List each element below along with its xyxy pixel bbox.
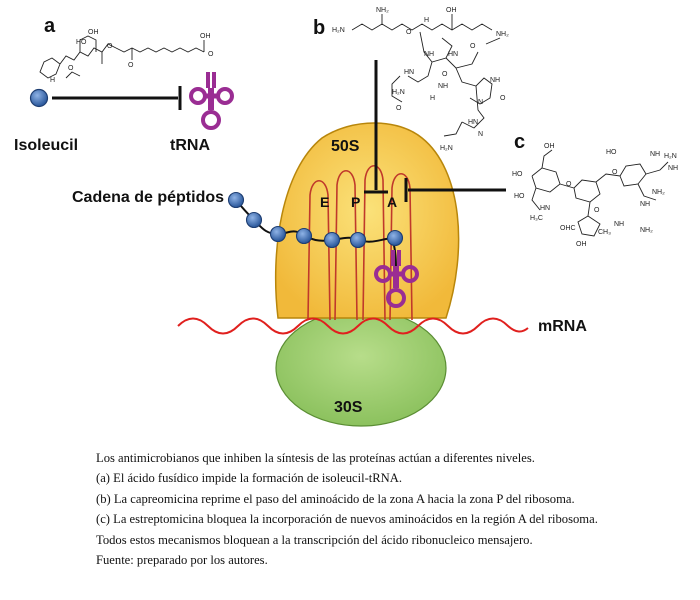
capreo-nh-2: NH bbox=[438, 83, 448, 90]
capreo-hn-1: HN bbox=[448, 51, 458, 58]
streptomycin-structure: OH HO HO HN H₃C O O OHC OH CH₃ O HO NH H… bbox=[512, 143, 678, 248]
fusidic-o-1: O bbox=[107, 43, 113, 50]
capreo-nh2-1: NH₂ bbox=[376, 7, 389, 14]
peptide-chain-label: Cadena de péptidos bbox=[72, 189, 224, 206]
strep-nh-1: NH bbox=[650, 151, 660, 158]
fusidic-o-2: O bbox=[128, 62, 134, 69]
strep-o-1: O bbox=[566, 181, 572, 188]
caption-line-6: Fuente: preparado por los autores. bbox=[96, 553, 268, 568]
capreo-hn-2: HN bbox=[404, 69, 414, 76]
capreo-o-1: O bbox=[406, 29, 412, 36]
strep-o-2: O bbox=[612, 169, 618, 176]
capreo-n-1: N bbox=[478, 99, 483, 106]
peptide-bead bbox=[323, 231, 341, 249]
strep-nh-2: NH bbox=[668, 165, 678, 172]
trna-free-icon bbox=[191, 72, 232, 128]
capreo-o-3: O bbox=[442, 71, 448, 78]
caption-line-1: Los antimicrobianos que inhiben la sínte… bbox=[96, 451, 535, 465]
fusidic-oh-1: OH bbox=[88, 29, 99, 36]
fusidic-ho-1: HO bbox=[76, 39, 87, 46]
fusidic-acid-structure: OH HO O O OH O H O bbox=[39, 29, 214, 84]
isoleucil-label: Isoleucil bbox=[14, 137, 78, 154]
strep-nh-3: NH bbox=[640, 201, 650, 208]
isoleucil-bead bbox=[29, 88, 49, 108]
capreo-nh2-2: NH₂ bbox=[496, 31, 509, 38]
strep-ho-1: HO bbox=[512, 171, 523, 178]
peptide-bead bbox=[227, 191, 245, 209]
capreo-h2n-2: H₂N bbox=[392, 89, 405, 96]
caption-line-4: (c) La estreptomicina bloquea la incorpo… bbox=[96, 512, 598, 527]
capreomycin-structure: H₂N NH₂ O OH H NH₂ O HN NH O HN H₂N O NH… bbox=[332, 7, 509, 152]
capreo-n-2: N bbox=[478, 131, 483, 138]
antimicrobial-mechanism-diagram: a b c OH HO O O OH O H O Isoleucil tRNA bbox=[14, 7, 678, 427]
ribosome-50s-label: 50S bbox=[331, 138, 360, 155]
strep-o-3: O bbox=[594, 207, 600, 214]
panel-letter-c: c bbox=[514, 131, 525, 153]
site-p-label: P bbox=[351, 194, 360, 210]
capreo-oh-1: OH bbox=[446, 7, 457, 14]
strep-oh-1: OH bbox=[544, 143, 555, 150]
ribosome-30s-label: 30S bbox=[334, 399, 363, 416]
strep-h3c-1: H₃C bbox=[530, 215, 543, 222]
ribosome-50s bbox=[274, 122, 460, 319]
binding-site-loops bbox=[307, 164, 413, 321]
capreo-hn-3: HN bbox=[468, 119, 478, 126]
site-a-label: A bbox=[387, 194, 397, 210]
capreo-h-2: H bbox=[430, 95, 435, 102]
strep-nh-4: NH bbox=[614, 221, 624, 228]
trna-label: tRNA bbox=[170, 137, 210, 154]
mrna-strand bbox=[177, 317, 529, 335]
peptide-bead bbox=[269, 225, 287, 243]
strep-ch3-1: CH₃ bbox=[598, 229, 611, 236]
caption-line-3: (b) La capreomicina reprime el paso del … bbox=[96, 491, 575, 506]
capreo-h2n-3: H₂N bbox=[440, 145, 453, 152]
capreo-o-4: O bbox=[396, 105, 402, 112]
capreo-o-2: O bbox=[470, 43, 476, 50]
panel-letter-b: b bbox=[313, 17, 325, 39]
figure-caption: Los antimicrobianos que inhiben la sínte… bbox=[96, 448, 686, 570]
fusidic-oh-2: OH bbox=[200, 33, 211, 40]
fusidic-o-4: O bbox=[68, 65, 74, 72]
caption-line-2: (a) El ácido fusídico impide la formació… bbox=[96, 471, 403, 486]
fusidic-o-3: O bbox=[208, 51, 214, 58]
strep-nh2-2: NH₂ bbox=[640, 227, 653, 234]
strep-cho-1: OHC bbox=[560, 225, 576, 232]
panel-letter-a: a bbox=[44, 15, 56, 37]
peptide-bead bbox=[295, 227, 313, 245]
site-e-label: E bbox=[320, 194, 329, 210]
fusidic-h-1: H bbox=[50, 77, 55, 84]
caption-line-5: Todos estos mecanismos bloquean a la tra… bbox=[96, 532, 533, 547]
strep-oh-2: OH bbox=[576, 241, 587, 248]
strep-ho-2: HO bbox=[514, 193, 525, 200]
mrna-label: mRNA bbox=[538, 318, 587, 335]
capreo-o-5: O bbox=[500, 95, 506, 102]
strep-nh2-1: NH₂ bbox=[652, 189, 665, 196]
capreo-nh-1: NH bbox=[424, 51, 434, 58]
peptide-bead bbox=[386, 229, 404, 247]
capreo-nh-3: NH bbox=[490, 77, 500, 84]
capreo-h-1: H bbox=[424, 17, 429, 24]
strep-h2n-1: H₂N bbox=[664, 153, 677, 160]
peptide-bead bbox=[349, 231, 367, 249]
strep-hn-1: HN bbox=[540, 205, 550, 212]
peptide-bead bbox=[245, 211, 263, 229]
strep-ho-3: HO bbox=[606, 149, 617, 156]
capreo-h2n-1: H₂N bbox=[332, 27, 345, 34]
